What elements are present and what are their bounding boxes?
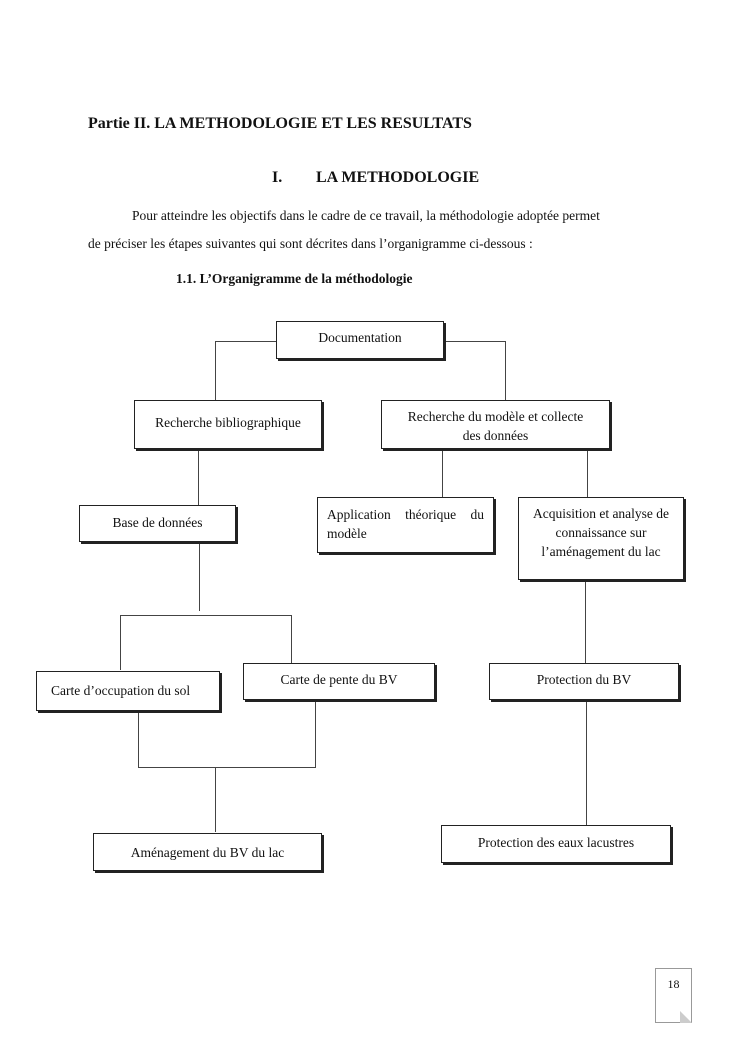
section-number: I. <box>272 169 283 186</box>
box-label: Aménagement du BV du lac <box>130 845 285 860</box>
page-fold-corner <box>680 1011 692 1023</box>
box-label: Protection du BV <box>536 672 632 687</box>
section-title: LA METHODOLOGIE <box>316 169 480 186</box>
page-number-text: 18 <box>667 977 680 991</box>
intro-paragraph: Pour atteindre les objectifs dans le cad… <box>88 202 668 258</box>
box-protection-bv: Protection du BV <box>489 663 679 700</box>
connector-line <box>120 615 121 670</box>
box-label: Application théorique du modèle <box>327 507 484 541</box>
box-label: Base de données <box>112 515 203 530</box>
connector-line <box>586 700 587 825</box>
connector-line <box>215 341 216 400</box>
page-number: 18 <box>655 968 692 1023</box>
connector-line <box>120 615 291 616</box>
connector-line <box>138 767 316 768</box>
connector-line <box>442 450 443 497</box>
connector-line <box>215 767 216 832</box>
intro-line-2: de préciser les étapes suivantes qui son… <box>88 236 533 251</box>
box-carte-occupation: Carte d’occupation du sol <box>36 671 220 711</box>
box-base-de-donnees: Base de données <box>79 505 236 542</box>
box-recherche-modele: Recherche du modèle et collecte des donn… <box>381 400 610 449</box>
connector-line <box>444 341 505 342</box>
box-recherche-bibliographique: Recherche bibliographique <box>134 400 322 449</box>
box-label: Recherche du modèle et collecte des donn… <box>407 409 584 443</box>
intro-line-1: Pour atteindre les objectifs dans le cad… <box>132 208 600 223</box>
box-protection-eaux: Protection des eaux lacustres <box>441 825 671 863</box>
connector-line <box>585 581 586 663</box>
box-label: Carte de pente du BV <box>280 672 398 687</box>
connector-line <box>505 341 506 400</box>
box-acquisition-analyse: Acquisition et analyse de connaissance s… <box>518 497 684 580</box>
connector-line <box>587 450 588 497</box>
connector-line <box>291 615 292 663</box>
part-title: Partie II. LA METHODOLOGIE ET LES RESULT… <box>88 115 472 132</box>
connector-line <box>138 712 139 768</box>
connector-line <box>199 543 200 611</box>
connector-line <box>215 341 276 342</box>
subsection-title: 1.1. L’Organigramme de la méthodologie <box>176 271 413 286</box>
box-carte-pente: Carte de pente du BV <box>243 663 435 700</box>
box-application-theorique: Application théorique du modèle <box>317 497 494 553</box>
box-amenagement-bv: Aménagement du BV du lac <box>93 833 322 871</box>
box-documentation: Documentation <box>276 321 444 359</box>
box-label: Recherche bibliographique <box>155 415 301 430</box>
box-label: Documentation <box>318 330 402 345</box>
connector-line <box>315 701 316 768</box>
box-label: Carte d’occupation du sol <box>51 683 191 698</box>
box-label: Protection des eaux lacustres <box>477 835 635 850</box>
connector-line <box>198 450 199 505</box>
box-label: Acquisition et analyse de connaissance s… <box>532 506 670 559</box>
